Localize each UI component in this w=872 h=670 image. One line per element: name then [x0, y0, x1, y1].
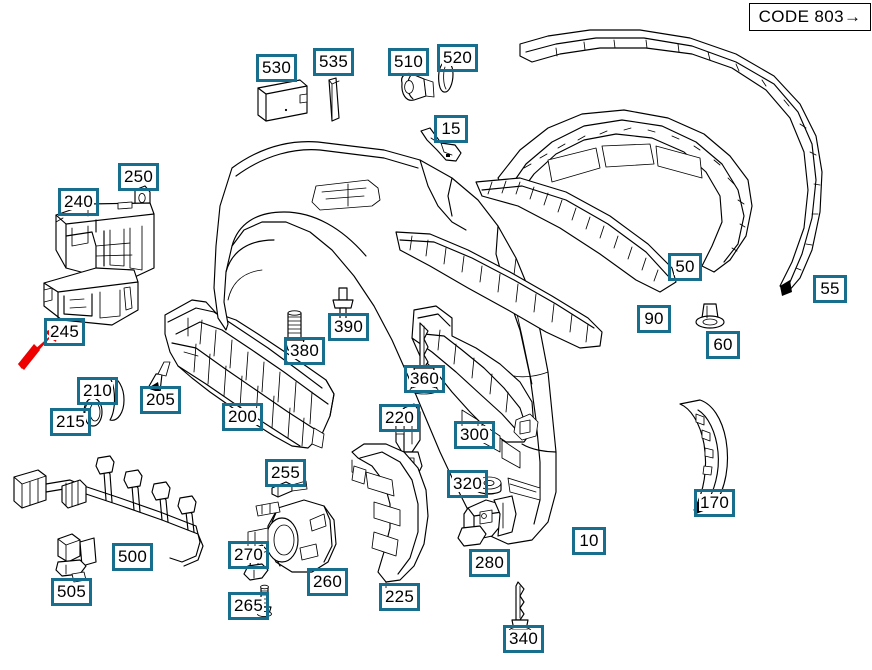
part-55-lower-valance-trim — [519, 29, 823, 296]
callout-label-text: 170 — [699, 492, 730, 512]
part-200-bumper-carrier — [164, 299, 335, 449]
callout-label-text: 270 — [233, 544, 264, 564]
callout-label-text: 220 — [384, 407, 415, 427]
callout-label-505[interactable]: 505 — [51, 578, 92, 606]
callout-label-225[interactable]: 225 — [379, 583, 420, 611]
callout-label-text: 200 — [227, 406, 258, 426]
callout-label-text: 260 — [312, 571, 343, 591]
callout-label-520[interactable]: 520 — [437, 44, 478, 72]
callout-label-220[interactable]: 220 — [379, 404, 420, 432]
callout-label-text: 15 — [440, 118, 462, 138]
callout-label-205[interactable]: 205 — [140, 386, 181, 414]
callout-label-240[interactable]: 240 — [58, 188, 99, 216]
callout-label-text: 245 — [49, 321, 80, 341]
callout-label-text: 50 — [674, 256, 696, 276]
callout-label-535[interactable]: 535 — [313, 48, 354, 76]
callout-label-text: 225 — [384, 586, 415, 606]
callout-label-text: 510 — [393, 51, 424, 71]
callout-label-10[interactable]: 10 — [572, 527, 606, 555]
callout-label-text: 240 — [63, 191, 94, 211]
callout-label-340[interactable]: 340 — [503, 625, 544, 653]
callout-label-text: 90 — [643, 308, 665, 328]
part-225-inner-support-frame — [351, 443, 429, 591]
part-60-expanding-rivet — [695, 303, 725, 329]
callout-label-200[interactable]: 200 — [222, 403, 263, 431]
callout-label-55[interactable]: 55 — [813, 275, 847, 303]
part-280-mounting-clamp — [457, 495, 517, 547]
callout-label-270[interactable]: 270 — [228, 541, 269, 569]
code-badge: CODE 803→ — [749, 3, 871, 31]
callout-label-text: 360 — [409, 368, 440, 388]
part-530-control-unit — [257, 79, 308, 122]
callout-label-390[interactable]: 390 — [328, 313, 369, 341]
callout-label-text: 250 — [123, 166, 154, 186]
callout-label-text: 300 — [459, 424, 490, 444]
callout-label-text: 255 — [270, 462, 301, 482]
callout-label-text: 280 — [474, 552, 505, 572]
callout-label-60[interactable]: 60 — [706, 331, 740, 359]
callout-label-text: 60 — [712, 334, 734, 354]
callout-label-170[interactable]: 170 — [694, 489, 735, 517]
callout-label-text: 390 — [333, 316, 364, 336]
callout-label-265[interactable]: 265 — [228, 592, 269, 620]
part-500-wiring-harness — [13, 455, 204, 567]
callout-label-text: 265 — [233, 595, 264, 615]
part-10-bumper-cover — [213, 141, 557, 545]
callout-label-text: 380 — [289, 340, 320, 360]
part-240-impact-absorber-bracket — [55, 201, 155, 284]
callout-label-360[interactable]: 360 — [404, 365, 445, 393]
part-510-camera-housing — [401, 72, 435, 101]
part-90-reinforcement-strip — [475, 177, 677, 293]
part-50-diffuser-trim — [497, 109, 753, 273]
callout-label-50[interactable]: 50 — [668, 253, 702, 281]
callout-label-text: 10 — [578, 530, 600, 550]
callout-label-text: 505 — [56, 581, 87, 601]
callout-label-500[interactable]: 500 — [112, 543, 153, 571]
part-260-washer-nozzle-body — [247, 499, 337, 573]
callout-label-380[interactable]: 380 — [284, 337, 325, 365]
callout-label-280[interactable]: 280 — [469, 549, 510, 577]
part-300-side-mounting-rail — [395, 231, 603, 349]
callout-label-text: 205 — [145, 389, 176, 409]
callout-label-250[interactable]: 250 — [118, 163, 159, 191]
callout-label-90[interactable]: 90 — [637, 305, 671, 333]
callout-label-text: 340 — [508, 628, 539, 648]
part-misc-small-brackets — [513, 413, 539, 441]
harness-branch-connectors — [95, 455, 197, 533]
callout-label-text: 500 — [117, 546, 148, 566]
callout-label-255[interactable]: 255 — [265, 459, 306, 487]
callout-label-text: 320 — [452, 473, 483, 493]
callout-label-320[interactable]: 320 — [447, 470, 488, 498]
callout-label-510[interactable]: 510 — [388, 48, 429, 76]
code-badge-text: CODE 803→ — [758, 7, 862, 26]
callout-label-text: 520 — [442, 47, 473, 67]
part-505-connector-bracket — [55, 533, 97, 583]
callout-label-text: 215 — [55, 411, 86, 431]
part-535-sensor-strip — [328, 77, 340, 122]
callout-label-260[interactable]: 260 — [307, 568, 348, 596]
callout-label-15[interactable]: 15 — [434, 115, 468, 143]
callout-label-210[interactable]: 210 — [77, 377, 118, 405]
callout-label-text: 210 — [82, 380, 113, 400]
callout-label-text: 530 — [261, 57, 292, 77]
part-245-towing-eye-housing — [43, 267, 139, 326]
red-pointer-arrow — [18, 326, 59, 370]
callout-label-530[interactable]: 530 — [256, 54, 297, 82]
callout-label-text: 55 — [819, 278, 841, 298]
callout-label-text: 535 — [318, 51, 349, 71]
callout-label-245[interactable]: 245 — [44, 318, 85, 346]
callout-label-300[interactable]: 300 — [454, 421, 495, 449]
callout-label-215[interactable]: 215 — [50, 408, 91, 436]
